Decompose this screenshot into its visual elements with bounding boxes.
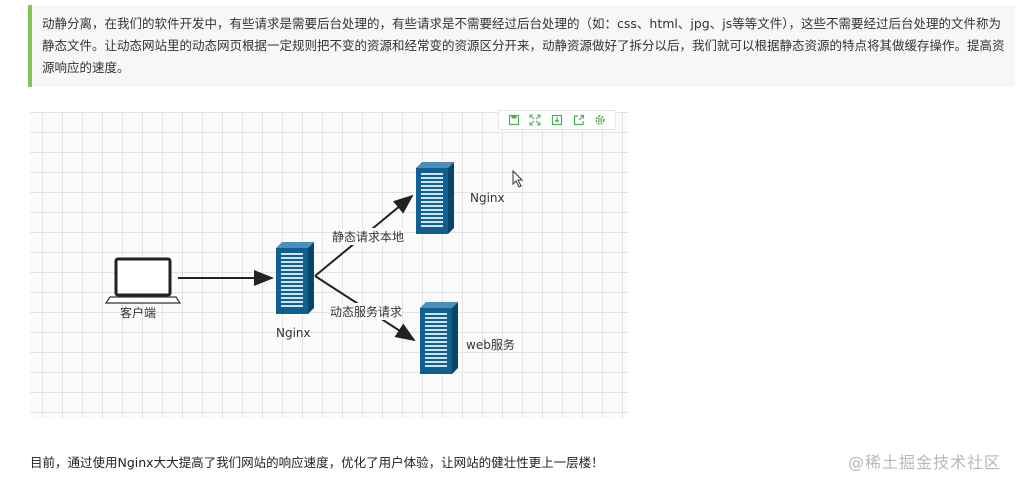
summary-text: 目前，通过使用Nginx大大提高了我们网站的响应速度，优化了用户体验，让网站的健… xyxy=(30,455,604,470)
static-server-icon xyxy=(416,162,454,234)
dynamic-edge-label: 动态服务请求 xyxy=(330,303,403,320)
web-server-icon xyxy=(420,302,458,374)
proxy-server-label: Nginx xyxy=(276,326,311,340)
quote-text: 动静分离，在我们的软件开发中，有些请求是需要后台处理的，有些请求是不需要经过后台… xyxy=(42,16,1005,75)
settings-icon[interactable] xyxy=(593,113,607,127)
save-icon[interactable] xyxy=(507,113,521,127)
laptop-icon xyxy=(104,257,182,304)
download-icon[interactable] xyxy=(550,113,564,127)
share-icon[interactable] xyxy=(572,113,586,127)
watermark: @稀土掘金技术社区 xyxy=(848,453,1002,472)
mouse-cursor-icon xyxy=(512,169,524,188)
static-edge-label: 静态请求本地 xyxy=(332,228,405,245)
web-server-label: web服务 xyxy=(466,338,515,352)
blockquote: 动静分离，在我们的软件开发中，有些请求是需要后台处理的，有些请求是不需要经过后台… xyxy=(28,5,1015,87)
diagram-toolbar xyxy=(498,110,616,130)
architecture-diagram: 客户端 Nginx Nginx web服务 静态请求本地 动态服务请求 xyxy=(30,112,628,418)
proxy-server-icon xyxy=(276,242,314,314)
fullscreen-icon[interactable] xyxy=(528,113,542,127)
client-label: 客户端 xyxy=(120,306,157,320)
static-server-label: Nginx xyxy=(470,191,505,205)
